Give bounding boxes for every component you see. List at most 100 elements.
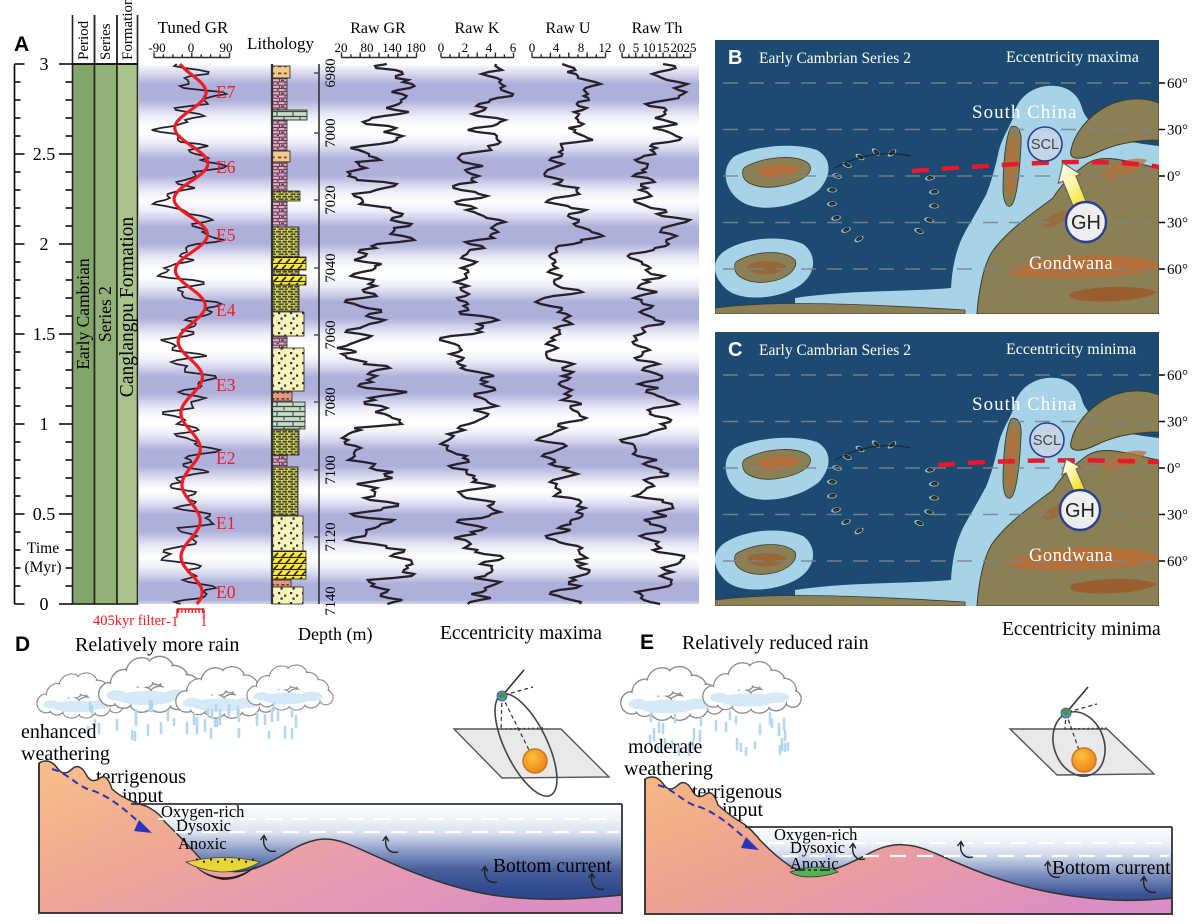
svg-text:20: 20 bbox=[335, 40, 348, 55]
svg-text:15: 15 bbox=[657, 40, 670, 55]
svg-text:Anoxic: Anoxic bbox=[178, 834, 227, 853]
svg-text:Depth (m): Depth (m) bbox=[298, 624, 372, 645]
svg-text:30°: 30° bbox=[1167, 415, 1188, 431]
svg-text:5: 5 bbox=[633, 40, 640, 55]
svg-text:Early Cambrian Series 2: Early Cambrian Series 2 bbox=[759, 342, 911, 359]
svg-text:Gondwana: Gondwana bbox=[1029, 546, 1113, 566]
svg-text:C: C bbox=[728, 339, 742, 361]
svg-text:6: 6 bbox=[510, 40, 517, 55]
svg-text:12: 12 bbox=[599, 40, 612, 55]
svg-text:1: 1 bbox=[40, 414, 49, 434]
svg-text:Relatively more rain: Relatively more rain bbox=[75, 634, 239, 656]
svg-text:0: 0 bbox=[529, 40, 536, 55]
svg-text:60°: 60° bbox=[1167, 368, 1188, 384]
svg-text:0°: 0° bbox=[1167, 461, 1181, 477]
svg-text:E4: E4 bbox=[216, 300, 236, 320]
svg-text:Period: Period bbox=[76, 20, 92, 60]
svg-text:Canglangpu Formation: Canglangpu Formation bbox=[117, 217, 138, 398]
svg-text:7040: 7040 bbox=[323, 254, 339, 283]
svg-text:Raw K: Raw K bbox=[455, 20, 500, 37]
svg-text:Tuned GR: Tuned GR bbox=[158, 18, 229, 37]
svg-text:80: 80 bbox=[361, 40, 374, 55]
svg-text:Dysoxic: Dysoxic bbox=[176, 816, 231, 835]
svg-text:8: 8 bbox=[578, 40, 585, 55]
svg-text:Early Cambrian: Early Cambrian bbox=[73, 258, 93, 370]
svg-text:GH: GH bbox=[1065, 500, 1095, 522]
svg-text:weathering: weathering bbox=[624, 758, 713, 780]
svg-text:4: 4 bbox=[486, 40, 493, 55]
svg-text:60°: 60° bbox=[1167, 262, 1188, 278]
svg-text:1.5: 1.5 bbox=[33, 324, 56, 344]
svg-text:-90: -90 bbox=[148, 40, 165, 55]
svg-text:E7: E7 bbox=[216, 82, 236, 102]
svg-text:Eccentricity maxima: Eccentricity maxima bbox=[1006, 49, 1139, 66]
svg-text:Raw GR: Raw GR bbox=[350, 20, 406, 37]
svg-text:E0: E0 bbox=[216, 582, 236, 602]
svg-text:Dysoxic: Dysoxic bbox=[790, 838, 845, 857]
svg-text:SCL: SCL bbox=[1031, 137, 1059, 153]
svg-text:180: 180 bbox=[406, 40, 426, 55]
svg-text:30°: 30° bbox=[1167, 508, 1188, 524]
svg-text:7120: 7120 bbox=[323, 523, 339, 552]
svg-text:6980: 6980 bbox=[323, 59, 339, 88]
svg-text:E1: E1 bbox=[216, 513, 235, 533]
svg-text:terrigenous: terrigenous bbox=[96, 766, 186, 788]
svg-text:Bottom current: Bottom current bbox=[493, 856, 612, 877]
svg-text:90: 90 bbox=[220, 40, 233, 55]
svg-text:-1: -1 bbox=[166, 614, 179, 630]
svg-text:Eccentricity minima: Eccentricity minima bbox=[1006, 341, 1136, 358]
svg-text:7140: 7140 bbox=[323, 587, 339, 616]
svg-text:Eccentricity maxima: Eccentricity maxima bbox=[440, 623, 602, 644]
svg-text:moderate: moderate bbox=[628, 736, 703, 758]
svg-text:4: 4 bbox=[553, 40, 560, 55]
svg-text:input: input bbox=[722, 799, 764, 821]
svg-text:Raw Th: Raw Th bbox=[632, 20, 683, 37]
svg-text:405kyr filter: 405kyr filter bbox=[93, 613, 166, 629]
svg-text:E5: E5 bbox=[216, 225, 236, 245]
svg-text:A: A bbox=[14, 33, 29, 56]
svg-text:Eccentricity minima: Eccentricity minima bbox=[1002, 619, 1161, 640]
svg-text:20: 20 bbox=[671, 40, 684, 55]
svg-text:(Myr): (Myr) bbox=[24, 559, 61, 576]
svg-text:0: 0 bbox=[40, 594, 49, 614]
svg-text:1: 1 bbox=[200, 614, 208, 630]
svg-text:D: D bbox=[15, 633, 30, 656]
svg-text:Gondwana: Gondwana bbox=[1029, 254, 1113, 274]
svg-text:Formation: Formation bbox=[120, 0, 136, 60]
svg-text:Bottom current: Bottom current bbox=[1052, 858, 1171, 879]
svg-text:25: 25 bbox=[684, 40, 697, 55]
svg-text:2.5: 2.5 bbox=[33, 144, 56, 164]
svg-text:B: B bbox=[728, 47, 742, 69]
svg-text:SCL: SCL bbox=[1033, 433, 1061, 449]
svg-text:3: 3 bbox=[40, 54, 49, 74]
svg-text:0°: 0° bbox=[1167, 169, 1181, 185]
svg-text:7020: 7020 bbox=[323, 186, 339, 215]
svg-text:South China: South China bbox=[972, 102, 1077, 123]
svg-text:7060: 7060 bbox=[323, 321, 339, 350]
svg-text:60°: 60° bbox=[1167, 554, 1188, 570]
svg-text:South China: South China bbox=[972, 394, 1077, 415]
svg-text:140: 140 bbox=[382, 40, 402, 55]
svg-text:Early Cambrian Series 2: Early Cambrian Series 2 bbox=[759, 50, 911, 67]
svg-text:Time: Time bbox=[27, 540, 59, 557]
svg-text:E: E bbox=[640, 631, 654, 654]
svg-text:Series: Series bbox=[98, 23, 114, 60]
svg-text:GH: GH bbox=[1071, 212, 1101, 234]
svg-text:7100: 7100 bbox=[323, 456, 339, 485]
svg-text:0: 0 bbox=[188, 40, 195, 55]
svg-text:10: 10 bbox=[643, 40, 656, 55]
svg-text:weathering: weathering bbox=[21, 743, 110, 765]
svg-text:enhanced: enhanced bbox=[21, 721, 97, 743]
svg-text:30°: 30° bbox=[1167, 216, 1188, 232]
svg-text:Oxygen-rich: Oxygen-rich bbox=[161, 802, 245, 821]
svg-text:0: 0 bbox=[438, 40, 445, 55]
svg-text:Oxygen-rich: Oxygen-rich bbox=[774, 825, 858, 844]
svg-text:7080: 7080 bbox=[323, 388, 339, 417]
svg-text:2: 2 bbox=[462, 40, 469, 55]
svg-text:0: 0 bbox=[619, 40, 626, 55]
svg-text:30°: 30° bbox=[1167, 123, 1188, 139]
svg-text:60°: 60° bbox=[1167, 76, 1188, 92]
svg-text:E3: E3 bbox=[216, 375, 236, 395]
svg-text:E2: E2 bbox=[216, 448, 235, 468]
svg-text:Lithology: Lithology bbox=[247, 34, 315, 53]
